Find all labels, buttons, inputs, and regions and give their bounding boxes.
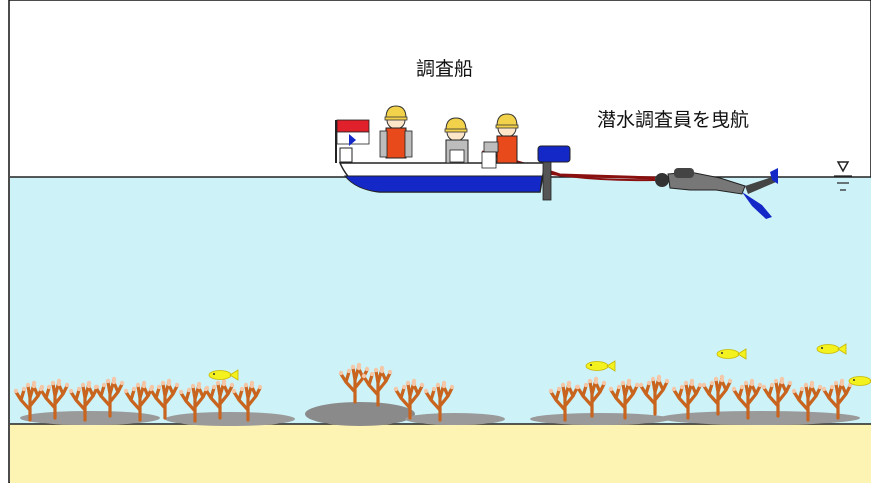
- frame-border: [8, 0, 871, 483]
- diver: [655, 168, 778, 219]
- tow-diver-label: 潜水調査員を曳航: [597, 109, 750, 131]
- survey-flag-icon: [336, 119, 370, 146]
- seabed-rocks: [20, 402, 860, 426]
- boat-label: 調査船: [416, 58, 474, 80]
- survey-boat: [335, 119, 571, 201]
- crew-member-2: [444, 117, 469, 164]
- crew-member-1: [379, 105, 413, 159]
- water-level-triangle-icon: [834, 161, 852, 191]
- sand-seabed: [10, 424, 871, 483]
- crew-member-3: [481, 113, 519, 169]
